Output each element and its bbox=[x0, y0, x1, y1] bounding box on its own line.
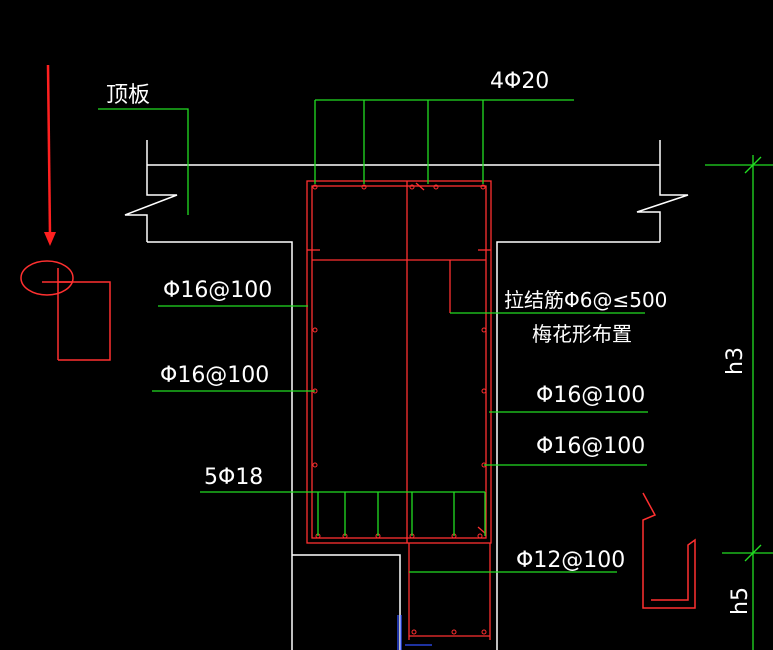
red-arrow-annotation bbox=[44, 64, 56, 246]
label-stirrup-left-lower: Φ16@100 bbox=[160, 363, 269, 388]
label-dim-h5: h5 bbox=[728, 587, 753, 615]
rebar-cage bbox=[306, 180, 492, 640]
label-tie-bar-note: 梅花形布置 bbox=[532, 322, 632, 346]
label-top-bars: 4Φ20 bbox=[490, 69, 549, 94]
label-lower-stirrup: Φ12@100 bbox=[516, 548, 625, 573]
label-stirrup-right-lower: Φ16@100 bbox=[536, 434, 645, 459]
concrete-outline bbox=[124, 140, 689, 650]
red-crosshair-marker bbox=[20, 260, 111, 361]
hook-symbol bbox=[642, 492, 696, 609]
label-dim-h3: h3 bbox=[723, 347, 748, 375]
blue-fragment bbox=[397, 615, 432, 650]
label-stirrup-right-upper: Φ16@100 bbox=[536, 383, 645, 408]
leader-lines bbox=[98, 99, 773, 650]
label-bottom-bars: 5Φ18 bbox=[204, 465, 263, 490]
label-top-slab: 顶板 bbox=[106, 83, 150, 108]
label-tie-bar: 拉结筋Φ6@≤500 bbox=[504, 288, 667, 312]
label-stirrup-left-upper: Φ16@100 bbox=[163, 278, 272, 303]
